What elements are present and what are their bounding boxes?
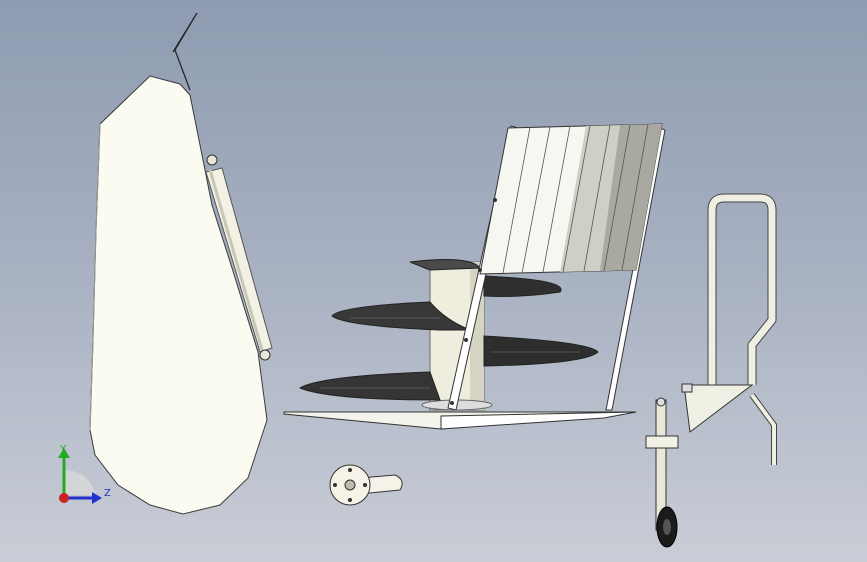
crank-bolt: [348, 468, 352, 472]
chute-shell: [89, 75, 268, 515]
cylinder-bottom-pin: [259, 349, 271, 361]
auger-shield: [479, 123, 663, 275]
triad-y-label: Y: [59, 444, 67, 455]
triad-z-arrow: [92, 492, 102, 504]
base-skid: [440, 411, 637, 430]
crank-bolt: [348, 498, 352, 502]
crank-hub: [344, 479, 356, 491]
support-arm: [750, 393, 776, 465]
handlebar-assembly[interactable]: [645, 193, 777, 548]
jack-wheel-hub: [663, 519, 671, 535]
chute-shell-edge: [89, 123, 101, 431]
jack-top-knob: [656, 397, 666, 407]
cylinder-top-pin: [206, 154, 218, 166]
triad-origin: [59, 493, 69, 503]
triad-z-label: Z: [104, 488, 111, 499]
auger-assembly[interactable]: [283, 123, 666, 430]
support-arm-outline: [749, 393, 777, 465]
jack-clamp: [645, 435, 679, 449]
cylinder-shade: [208, 169, 264, 351]
handlebar-tube: [708, 194, 776, 385]
jack-stand[interactable]: [645, 397, 679, 548]
frame-bolts: [450, 198, 497, 405]
crank-handle[interactable]: [329, 464, 403, 506]
triad-y-arrow: [58, 448, 70, 458]
bracket-clamp: [681, 383, 693, 393]
chute-edge-line: [172, 12, 198, 91]
crank-arm: [359, 474, 403, 495]
handlebar-tube-outline: [707, 193, 777, 385]
bracket-plate: [683, 384, 754, 433]
crank-bolt: [333, 483, 337, 487]
hydraulic-cylinder[interactable]: [205, 154, 273, 361]
triad-plane: [64, 470, 96, 495]
chute-housing[interactable]: [89, 12, 273, 515]
coordinate-triad: Y Z: [58, 444, 111, 504]
crank-bolt: [363, 483, 367, 487]
auger-flights: [298, 259, 599, 401]
